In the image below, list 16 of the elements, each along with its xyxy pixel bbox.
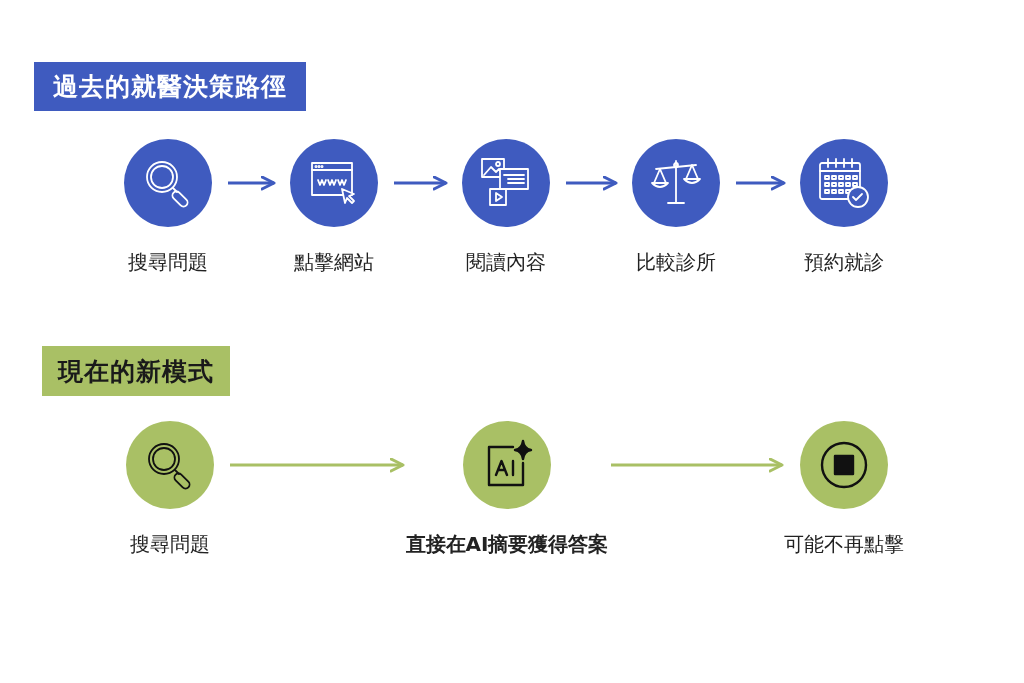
section-heading: 現在的新模式 <box>42 346 230 396</box>
arrow <box>566 175 618 191</box>
arrow <box>736 175 786 191</box>
step-label: 搜尋問題 <box>130 531 210 558</box>
step-label: 直接在AI摘要獲得答案 <box>405 531 609 558</box>
arrow <box>611 457 784 473</box>
step-label: 閱讀內容 <box>466 249 546 276</box>
step-label: 點擊網站 <box>294 249 374 276</box>
section-heading: 過去的就醫決策路徑 <box>34 62 306 111</box>
step-label: 預約就診 <box>804 249 884 276</box>
arrow <box>394 175 448 191</box>
step-label: 搜尋問題 <box>128 249 208 276</box>
arrow <box>230 457 405 473</box>
step-label: 比較診所 <box>636 249 716 276</box>
arrow <box>228 175 276 191</box>
step-label: 可能不再點擊 <box>784 531 904 558</box>
